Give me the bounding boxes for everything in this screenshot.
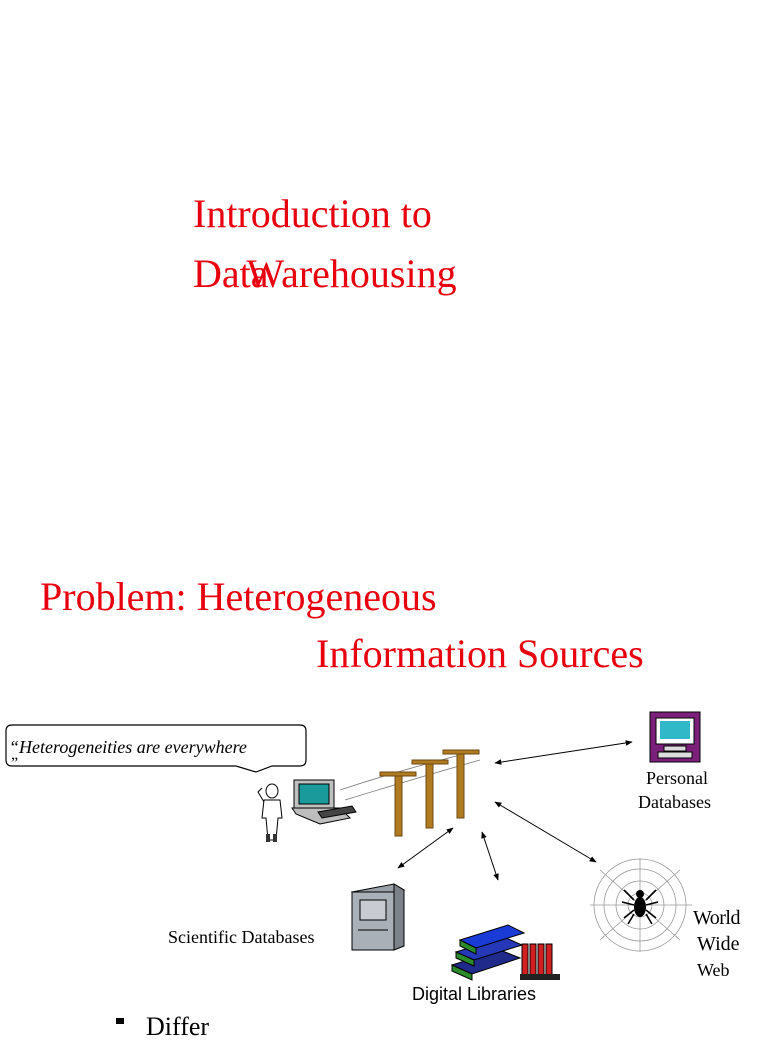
digital-libraries-label: Digital Libraries (412, 982, 536, 1006)
books-icon (452, 925, 560, 980)
person-icon (258, 784, 282, 842)
bullet-text-partial: Differ (146, 1012, 209, 1042)
personal-databases-label-line2: Databases (638, 790, 711, 814)
server-icon (352, 884, 404, 950)
www-label-line2: Wide (697, 932, 740, 956)
personal-databases-label-line1: Personal (646, 766, 708, 790)
telephone-poles-icon (340, 750, 480, 836)
speech-bubble-close-quote: ” (11, 756, 18, 772)
bullet-icon (116, 1018, 124, 1024)
www-label-line1: World (693, 906, 740, 930)
computer-icon (292, 780, 356, 824)
www-label-line3: Web (697, 958, 730, 982)
speech-bubble-text: “Heterogeneities are everywhere (9, 735, 247, 759)
personal-computer-icon (650, 712, 700, 762)
scientific-databases-label: Scientific Databases (168, 925, 314, 949)
